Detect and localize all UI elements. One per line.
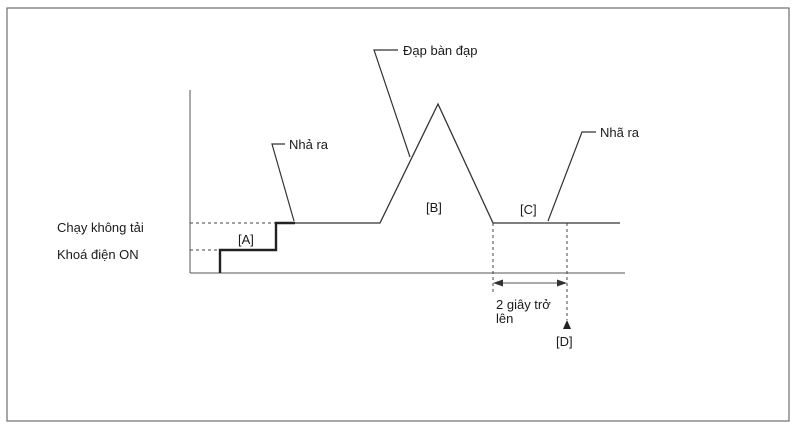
label-duration-line2: lên — [496, 311, 513, 326]
release-leader-1 — [271, 143, 295, 222]
press-pedal-leader — [373, 49, 411, 158]
label-duration-line1: 2 giây trở — [496, 297, 551, 312]
release-leader-2 — [547, 131, 596, 222]
duration-arrow-left — [493, 279, 503, 287]
label-mark-a: [A] — [238, 232, 254, 247]
label-release-1: Nhả ra — [289, 137, 329, 152]
pedal-speed-signal — [295, 102, 620, 224]
diagram-frame — [6, 7, 790, 422]
label-mark-c: [C] — [520, 202, 537, 217]
point-d-arrow — [563, 320, 571, 329]
label-release-2: Nhã ra — [600, 125, 640, 140]
label-press-pedal: Đạp bàn đạp — [403, 43, 477, 58]
label-idle: Chạy không tải — [57, 220, 144, 235]
label-mark-d: [D] — [556, 334, 573, 349]
label-mark-b: [B] — [426, 200, 442, 215]
duration-arrow-right — [557, 279, 567, 287]
label-ignition-on: Khoá điện ON — [57, 247, 139, 262]
ignition-step-signal — [218, 221, 295, 273]
